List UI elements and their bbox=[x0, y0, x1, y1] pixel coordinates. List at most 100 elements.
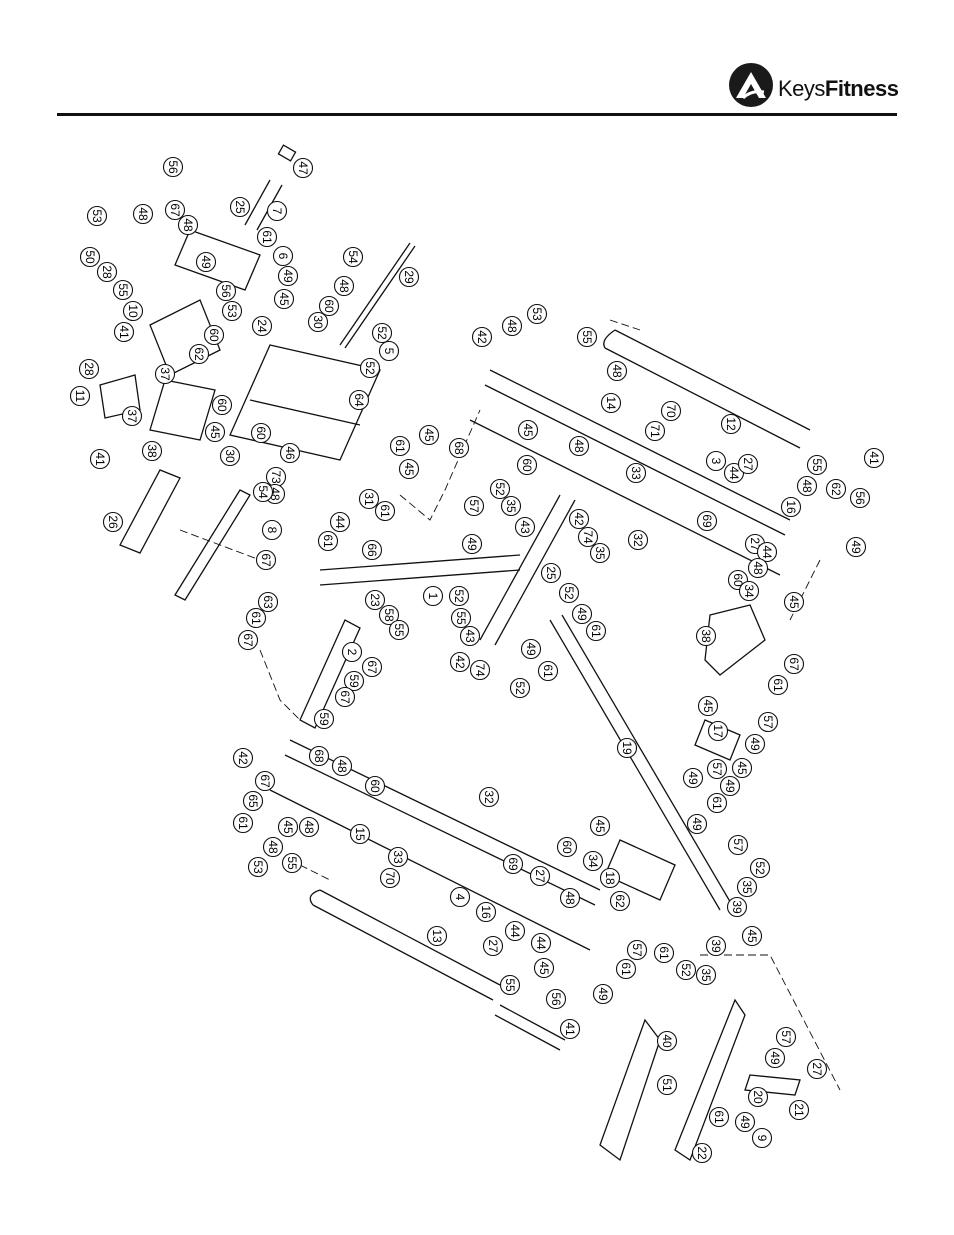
part-callout: 49 bbox=[520, 638, 542, 660]
part-callout: 61 bbox=[767, 674, 789, 696]
part-callout: 52 bbox=[448, 585, 470, 607]
callout-circle bbox=[599, 867, 621, 889]
part-callout: 52 bbox=[359, 357, 381, 379]
callout-circle bbox=[102, 511, 124, 533]
callout-number: 71 bbox=[648, 424, 662, 438]
part-callout: 7 bbox=[266, 200, 288, 222]
callout-number: 38 bbox=[145, 444, 159, 458]
part-callout: 22 bbox=[691, 1142, 713, 1164]
callout-circle bbox=[343, 670, 365, 692]
callout-number: 24 bbox=[255, 319, 269, 333]
callout-circle bbox=[242, 790, 264, 812]
callout-number: 67 bbox=[241, 633, 255, 647]
part-callout: 43 bbox=[459, 625, 481, 647]
part-callout: 53 bbox=[86, 205, 108, 227]
callout-circle bbox=[577, 526, 599, 548]
callout-circle bbox=[499, 974, 521, 996]
brand-name-bold: Fitness bbox=[824, 76, 899, 101]
callout-circle bbox=[849, 487, 871, 509]
callout-circle bbox=[545, 988, 567, 1010]
part-callout: 42 bbox=[568, 508, 590, 530]
callout-circle bbox=[450, 607, 472, 629]
callout-number: 48 bbox=[505, 319, 519, 333]
callout-number: 67 bbox=[258, 774, 272, 788]
callout-number: 15 bbox=[353, 827, 367, 841]
callout-number: 44 bbox=[727, 466, 741, 480]
callout-number: 27 bbox=[486, 939, 500, 953]
callout-circle bbox=[426, 925, 448, 947]
callout-number: 48 bbox=[266, 840, 280, 854]
brand-logo: KeysFitness bbox=[728, 62, 903, 112]
callout-number: 45 bbox=[593, 819, 607, 833]
part-callout: 48 bbox=[177, 214, 199, 236]
callout-number: 44 bbox=[508, 924, 522, 938]
callout-circle bbox=[113, 321, 135, 343]
callout-circle bbox=[349, 823, 371, 845]
part-callout: 14 bbox=[600, 392, 622, 414]
part-callout: 41 bbox=[113, 321, 135, 343]
part-callout: 3 bbox=[705, 450, 727, 472]
callout-number: 60 bbox=[731, 573, 745, 587]
callout-number: 61 bbox=[321, 534, 335, 548]
callout-circle bbox=[749, 857, 771, 879]
callout-number: 46 bbox=[283, 446, 297, 460]
callout-number: 29 bbox=[402, 270, 416, 284]
callout-circle bbox=[279, 442, 301, 464]
callout-circle bbox=[364, 775, 386, 797]
callout-circle bbox=[747, 557, 769, 579]
callout-number: 14 bbox=[604, 396, 618, 410]
part-callout: 45 bbox=[697, 695, 719, 717]
callout-circle bbox=[334, 686, 356, 708]
callout-number: 61 bbox=[249, 611, 263, 625]
part-callout: 21 bbox=[788, 1099, 810, 1121]
callout-number: 57 bbox=[761, 715, 775, 729]
part-callout: 45 bbox=[418, 424, 440, 446]
callout-number: 42 bbox=[572, 512, 586, 526]
callout-number: 70 bbox=[664, 404, 678, 418]
callout-circle bbox=[459, 625, 481, 647]
callout-circle bbox=[154, 363, 176, 385]
part-callout: 37 bbox=[154, 363, 176, 385]
callout-circle bbox=[121, 405, 143, 427]
callout-number: 45 bbox=[735, 761, 749, 775]
callout-number: 27 bbox=[533, 869, 547, 883]
callout-number: 60 bbox=[322, 299, 336, 313]
callout-number: 45 bbox=[208, 425, 222, 439]
callout-number: 19 bbox=[620, 741, 634, 755]
callout-number: 54 bbox=[346, 250, 360, 264]
callout-circle bbox=[112, 279, 134, 301]
callout-circle bbox=[318, 295, 340, 317]
callout-number: 38 bbox=[699, 629, 713, 643]
part-callout: 23 bbox=[364, 589, 386, 611]
callout-circle bbox=[558, 582, 580, 604]
callout-circle bbox=[764, 1047, 786, 1069]
part-callout: 70 bbox=[379, 867, 401, 889]
callout-number: 53 bbox=[225, 304, 239, 318]
callout-circle bbox=[783, 653, 805, 675]
callout-number: 49 bbox=[465, 537, 479, 551]
part-callout: 45 bbox=[533, 957, 555, 979]
part-callout: 45 bbox=[273, 288, 295, 310]
callout-number: 62 bbox=[192, 347, 206, 361]
part-callout: 61 bbox=[256, 226, 278, 248]
callout-circle bbox=[845, 536, 867, 558]
callout-number: 55 bbox=[392, 623, 406, 637]
callout-number: 52 bbox=[452, 589, 466, 603]
callout-circle bbox=[589, 542, 611, 564]
callout-number: 49 bbox=[748, 737, 762, 751]
callout-number: 33 bbox=[629, 466, 643, 480]
callout-circle bbox=[448, 585, 470, 607]
callout-circle bbox=[653, 942, 675, 964]
callout-circle bbox=[273, 288, 295, 310]
callout-circle bbox=[706, 792, 728, 814]
callout-circle bbox=[514, 516, 536, 538]
callout-number: 31 bbox=[362, 492, 376, 506]
part-callout: 45 bbox=[783, 591, 805, 613]
callout-circle bbox=[707, 720, 729, 742]
part-callout: 56 bbox=[849, 487, 871, 509]
callout-circle bbox=[606, 360, 628, 382]
callout-number: 61 bbox=[541, 664, 555, 678]
callout-number: 7 bbox=[270, 208, 284, 215]
